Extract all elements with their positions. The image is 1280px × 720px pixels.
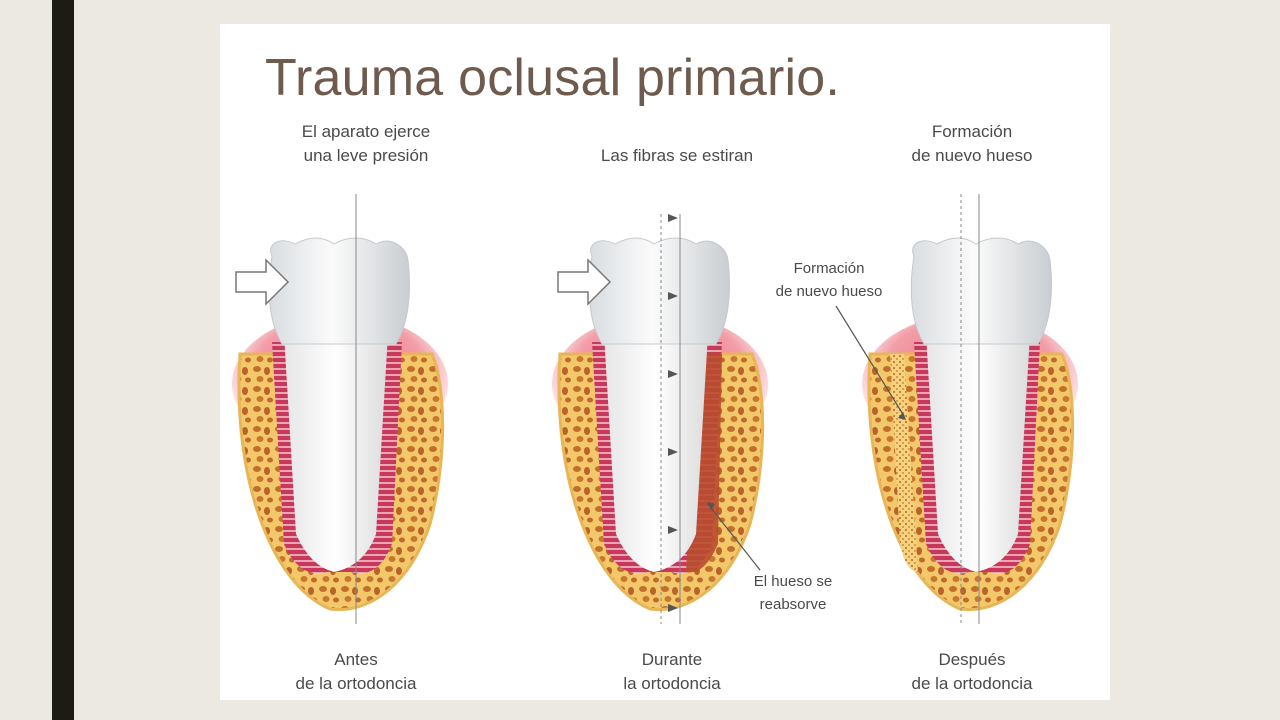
annotation-line: Formación [793, 260, 865, 277]
tooth-before-panel [232, 237, 448, 612]
orthodontics-diagram [232, 194, 1078, 624]
caption-line: El aparato ejerce [301, 122, 431, 141]
caption-line: de la ortodoncia [911, 674, 1033, 693]
movement-arrows-icon [668, 214, 678, 612]
panel-3-top-caption: Formación de nuevo hueso [892, 120, 1052, 168]
caption-line: de la ortodoncia [295, 674, 417, 693]
caption-line: Las fibras se estiran [600, 146, 754, 165]
pointer-arrowhead-icon [898, 412, 906, 420]
slide-title: Trauma oclusal primario. [265, 49, 841, 107]
annotation-line: reabsorve [759, 596, 827, 613]
bone-resorbs-annotation: El hueso se reabsorve [738, 570, 848, 616]
tooth-after-panel [862, 237, 1078, 612]
panel-3-bottom-caption: Después de la ortodoncia [892, 648, 1052, 696]
panel-2-top-caption: Las fibras se estiran [572, 144, 782, 168]
pressure-arrow-icon [557, 258, 612, 306]
caption-line: Formación [931, 122, 1013, 141]
annotation-line: El hueso se [753, 573, 833, 590]
bone-resorbs-pointer [707, 503, 761, 571]
new-bone-annotation: Formación de nuevo hueso [764, 257, 894, 303]
caption-line: Después [938, 650, 1006, 669]
caption-line: Antes [334, 650, 378, 669]
slide: Trauma oclusal primario. [220, 24, 1110, 700]
caption-line: la ortodoncia [623, 674, 721, 693]
pointer-arrowhead-icon [707, 502, 715, 510]
caption-line: una leve presión [303, 146, 429, 165]
panel-1-bottom-caption: Antes de la ortodoncia [276, 648, 436, 696]
tooth-during-panel [552, 237, 768, 612]
slide-side-bar [52, 0, 74, 720]
caption-line: Durante [641, 650, 703, 669]
new-bone-pointer [835, 305, 905, 417]
panel-1-top-caption: El aparato ejerce una leve presión [286, 120, 446, 168]
annotation-line: de nuevo hueso [775, 283, 883, 300]
caption-line: de nuevo hueso [911, 146, 1033, 165]
pressure-arrow-icon [235, 258, 290, 306]
panel-2-bottom-caption: Durante la ortodoncia [592, 648, 752, 696]
